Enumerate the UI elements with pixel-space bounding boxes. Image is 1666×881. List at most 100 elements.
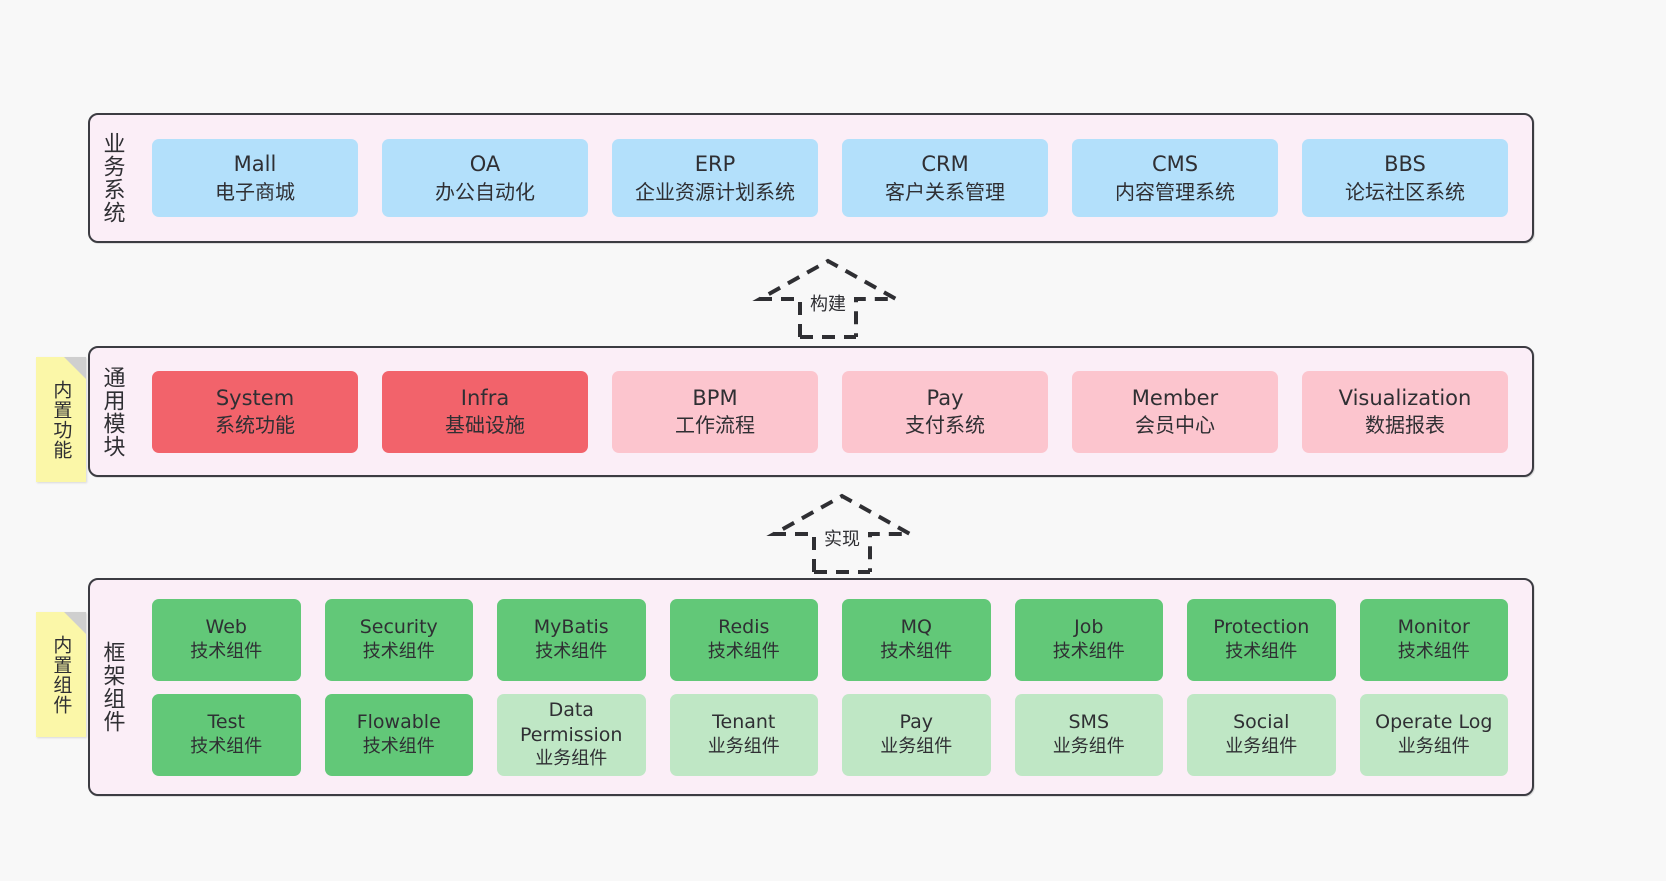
node-title-en: CRM — [921, 152, 969, 177]
node-system[interactable]: System 系统功能 — [152, 370, 358, 453]
node-title-cn: 办公自动化 — [435, 179, 535, 204]
node-title-cn: 业务组件 — [707, 736, 780, 758]
node-title-cn: 电子商城 — [215, 179, 295, 204]
node-title-cn: 会员中心 — [1135, 413, 1215, 438]
node-title-en: BBS — [1384, 152, 1426, 177]
node-title-cn: 技术组件 — [1225, 641, 1298, 663]
node-title-en: Protection — [1213, 616, 1310, 639]
node-title-cn: 业务组件 — [1225, 736, 1298, 758]
node-title-cn: 技术组件 — [362, 641, 435, 663]
node-title-cn: 业务组件 — [1397, 736, 1470, 758]
node-title-en: Web — [205, 616, 247, 639]
node-title-en: Data Permission — [520, 699, 623, 746]
node-title-cn: 业务组件 — [1052, 736, 1125, 758]
node-title-en: MQ — [900, 616, 932, 639]
node-infra[interactable]: Infra 基础设施 — [382, 370, 588, 453]
node-title-cn: 技术组件 — [362, 736, 435, 758]
node-title-cn: 业务组件 — [880, 736, 953, 758]
node-title-en: BPM — [692, 385, 738, 410]
layer-framework-components-title: 框架组件 — [99, 641, 125, 733]
node-pay[interactable]: Pay 支付系统 — [842, 370, 1048, 453]
node-title-en: Infra — [460, 385, 510, 410]
node-title-en: Visualization — [1338, 385, 1472, 410]
node-title-en: Security — [359, 616, 438, 639]
node-title-en: Member — [1131, 385, 1219, 410]
node-title-cn: 业务组件 — [535, 748, 608, 770]
node-title-cn: 技术组件 — [1052, 641, 1125, 663]
node-title-en: OA — [469, 152, 501, 177]
layer-business-system-title: 业务系统 — [99, 132, 125, 224]
node-title-cn: 技术组件 — [535, 641, 608, 663]
node-title-cn: 技术组件 — [190, 736, 263, 758]
node-bpm[interactable]: BPM 工作流程 — [612, 370, 818, 453]
layer-common-modules: 通用模块 System 系统功能 Infra 基础设施 BPM 工作流程 Pay 支付系统 Me… — [88, 346, 1534, 477]
note-fold-corner-icon — [64, 357, 86, 379]
note-builtin-features-label: 内置功能 — [50, 379, 73, 460]
node-title-en: Monitor — [1397, 616, 1470, 639]
note-builtin-features: 内置功能 — [36, 357, 86, 482]
node-member[interactable]: Member 会员中心 — [1072, 370, 1278, 453]
node-title-en: SMS — [1068, 711, 1109, 734]
node-title-cn: 系统功能 — [215, 413, 295, 438]
connector-build-label: 构建 — [810, 294, 846, 315]
layer-common-modules-title: 通用模块 — [99, 365, 125, 458]
node-title-cn: 支付系统 — [905, 413, 985, 438]
layer-common-modules-nodes: System 系统功能 Infra 基础设施 BPM 工作流程 Pay 支付系统 Member 会… — [134, 348, 1532, 475]
node-title-cn: 技术组件 — [707, 641, 780, 663]
node-title-cn: 基础设施 — [445, 413, 525, 438]
node-title-en: Tenant — [712, 711, 776, 734]
node-title-en: System — [215, 385, 295, 410]
node-title-en: MyBatis — [533, 616, 609, 639]
node-title-en: CMS — [1151, 152, 1199, 177]
note-builtin-components-label: 内置组件 — [50, 634, 73, 715]
node-title-en: Test — [207, 711, 245, 734]
node-title-cn: 数据报表 — [1365, 413, 1445, 438]
node-title-en: ERP — [694, 152, 736, 177]
node-title-cn: 工作流程 — [675, 413, 755, 438]
node-title-cn: 内容管理系统 — [1115, 179, 1235, 204]
note-fold-corner-icon — [64, 612, 86, 634]
node-title-en: Redis — [718, 616, 770, 639]
node-title-en: Operate Log — [1375, 711, 1493, 734]
connector-implement-label: 实现 — [824, 529, 860, 550]
node-title-en: Mall — [233, 152, 277, 177]
node-title-en: Flowable — [356, 711, 441, 734]
node-title-en: Pay — [899, 711, 934, 734]
node-title-cn: 企业资源计划系统 — [635, 179, 795, 204]
node-title-en: Pay — [926, 385, 964, 410]
node-visualization[interactable]: Visualization 数据报表 — [1302, 370, 1508, 453]
node-title-en: Social — [1233, 711, 1290, 734]
node-title-cn: 技术组件 — [190, 641, 263, 663]
node-title-cn: 技术组件 — [1397, 641, 1470, 663]
node-title-cn: 客户关系管理 — [885, 179, 1005, 204]
